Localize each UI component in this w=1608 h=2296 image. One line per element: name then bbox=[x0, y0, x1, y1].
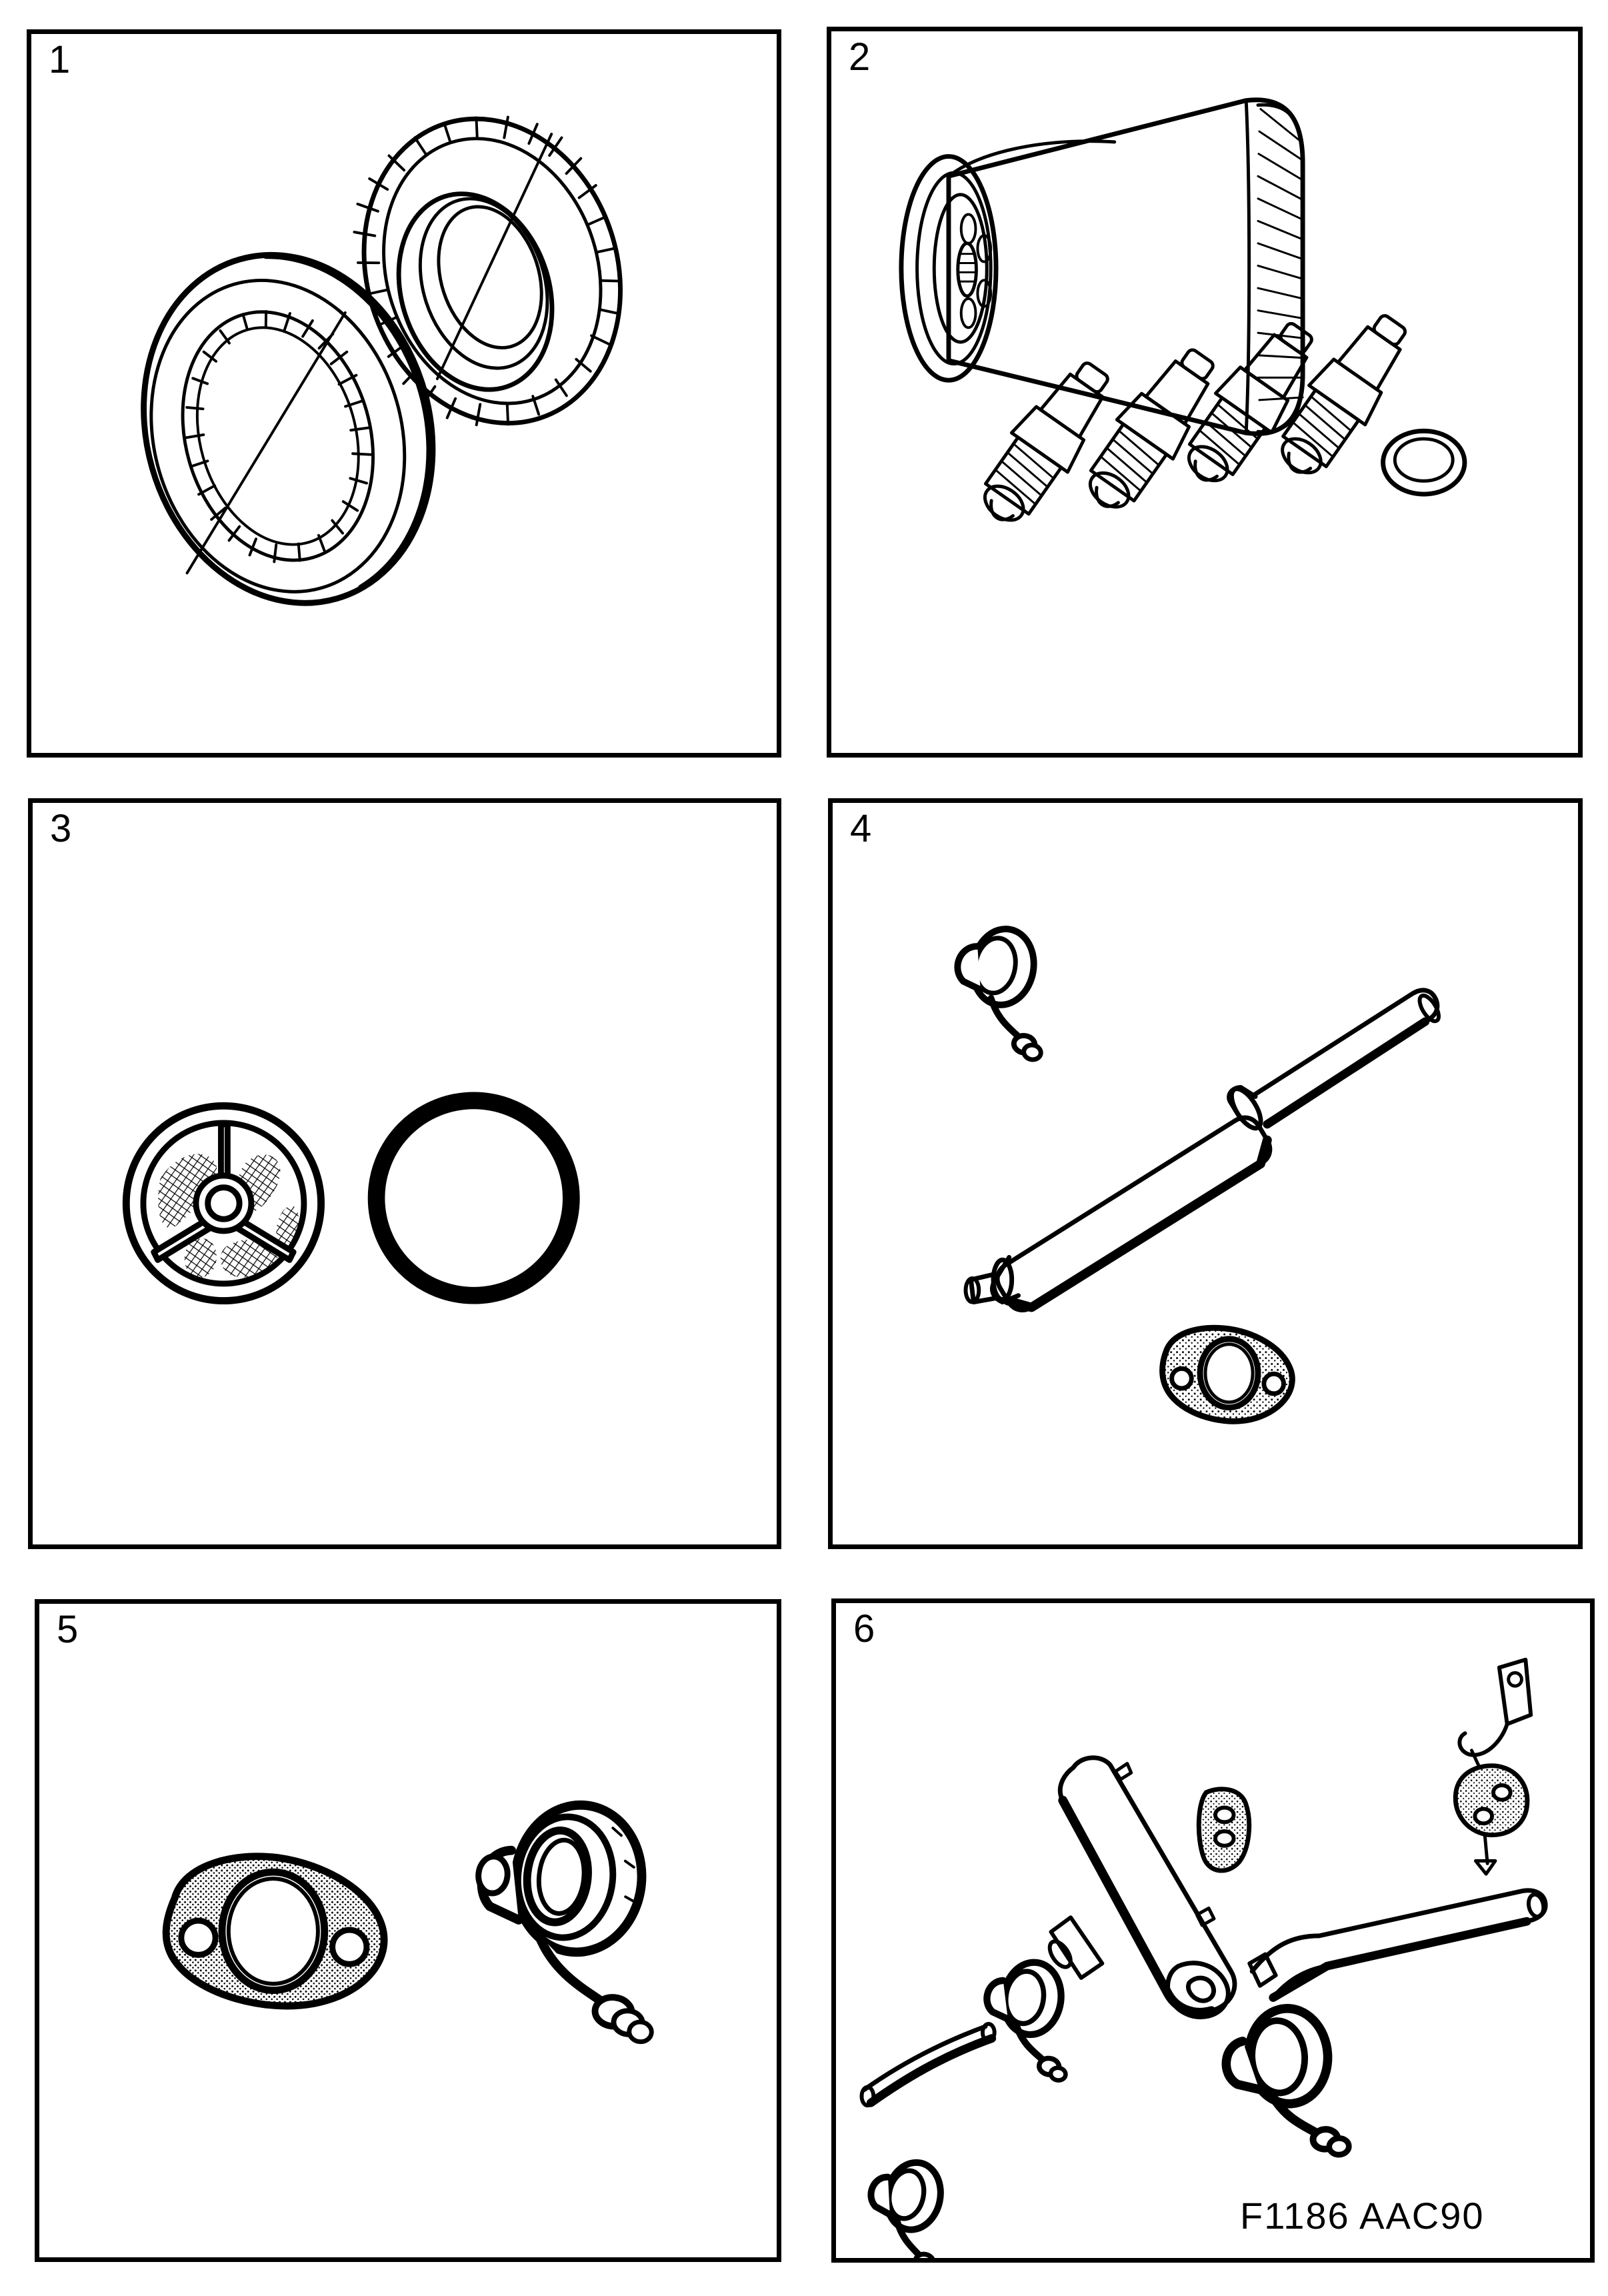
panel-4[interactable]: 4 bbox=[828, 798, 1583, 1549]
panel-3[interactable]: 3 bbox=[28, 798, 781, 1549]
panel-5-number: 5 bbox=[57, 1608, 79, 1651]
figure-reference-caption: F1186 AAC90 bbox=[1240, 2195, 1485, 2237]
panel-5[interactable]: 5 bbox=[35, 1599, 781, 2262]
panel-2-artwork bbox=[831, 31, 1578, 753]
panel-2-number: 2 bbox=[849, 35, 871, 79]
panel-1[interactable]: 1 bbox=[27, 29, 781, 758]
panel-1-number: 1 bbox=[49, 38, 71, 81]
panel-4-number: 4 bbox=[850, 807, 872, 850]
panel-3-number: 3 bbox=[50, 807, 72, 850]
panel-3-artwork bbox=[33, 803, 777, 1544]
panel-6[interactable]: 6 bbox=[831, 1598, 1595, 2263]
panel-1-artwork bbox=[31, 34, 777, 753]
panel-6-number: 6 bbox=[853, 1607, 875, 1650]
panel-5-artwork bbox=[39, 1604, 777, 2257]
panel-6-artwork bbox=[836, 1603, 1590, 2258]
panel-2[interactable]: 2 bbox=[827, 27, 1583, 758]
panel-4-artwork bbox=[833, 803, 1578, 1544]
